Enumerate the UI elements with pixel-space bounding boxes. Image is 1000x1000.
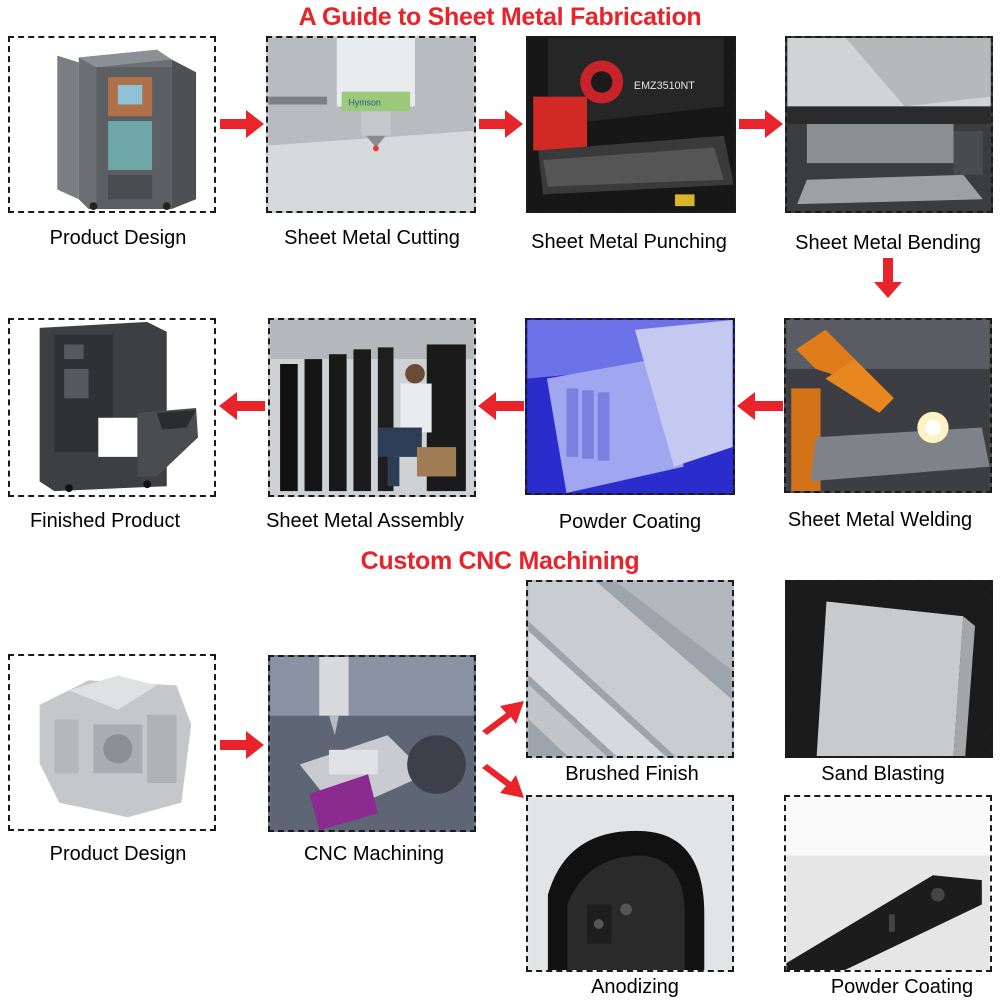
svg-text:Hymson: Hymson (349, 97, 381, 107)
arrow-right-icon (739, 110, 783, 138)
step-label: Sheet Metal Punching (531, 231, 727, 253)
anodizing-image (526, 795, 734, 972)
sheet-metal-cutting-image: Hymson (266, 36, 476, 213)
step-label: Sheet Metal Cutting (284, 227, 460, 249)
sheet-metal-bending-image (785, 36, 993, 213)
step-label: Product Design (49, 843, 187, 865)
step-label: Powder Coating (558, 511, 702, 533)
arrow-left-icon (478, 392, 524, 420)
powder-coating-image (525, 318, 735, 495)
finish-label: Brushed Finish (565, 763, 699, 785)
step-label: CNC Machining (303, 843, 445, 865)
arrow-right-icon (220, 731, 264, 759)
step-label: Sheet Metal Assembly (266, 510, 464, 532)
finish-label: Sand Blasting (821, 763, 945, 785)
sheet-metal-welding-image (784, 318, 992, 493)
product-design-image (8, 36, 216, 213)
arrow-left-icon (737, 392, 783, 420)
brushed-finish-image (526, 580, 734, 758)
finish-label: Anodizing (591, 976, 679, 998)
arrow-down-icon (874, 258, 902, 298)
finish-label: Powder Coating (830, 976, 974, 998)
step-label: Sheet Metal Welding (787, 509, 973, 531)
cnc-title: Custom CNC Machining (360, 547, 640, 575)
arrow-right-icon (220, 110, 264, 138)
step-label: Finished Product (29, 510, 181, 532)
cnc-product-design-image (8, 654, 216, 831)
arrow-left-icon (219, 392, 265, 420)
cnc-machining-image (268, 655, 476, 832)
finished-product-image (8, 318, 216, 497)
sheet-metal-title: A Guide to Sheet Metal Fabrication (298, 3, 702, 31)
arrow-up-right-icon (482, 701, 524, 735)
svg-text:EMZ3510NT: EMZ3510NT (634, 80, 695, 92)
arrow-down-right-icon (482, 764, 524, 798)
sheet-metal-punching-image: EMZ3510NT (526, 36, 736, 213)
sheet-metal-assembly-image (268, 318, 476, 497)
step-label: Product Design (49, 227, 187, 249)
sand-blasting-image (785, 580, 993, 758)
step-label: Sheet Metal Bending (795, 232, 981, 254)
powder-coating-finish-image (784, 795, 992, 972)
arrow-right-icon (479, 110, 523, 138)
